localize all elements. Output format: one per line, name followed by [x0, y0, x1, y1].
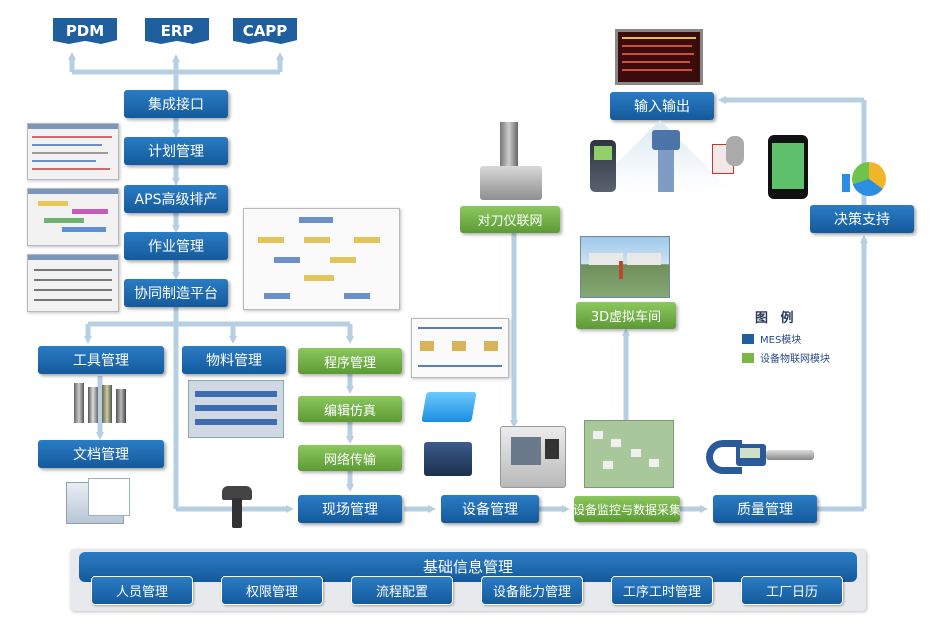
toolsetter-network-box: 对刀仪联网 — [460, 206, 560, 233]
capp-document: CAPP — [233, 18, 297, 44]
tool-setter-image — [478, 122, 544, 202]
tool-management-box: 工具管理 — [38, 346, 164, 374]
base-item-equipment-capacity: 设备能力管理 — [481, 576, 583, 605]
decision-support-box: 决策支持 — [810, 205, 914, 233]
pdm-document: PDM — [53, 18, 117, 44]
collaborative-manufacturing-box: 协同制造平台 — [124, 279, 228, 307]
base-item-process-hours: 工序工时管理 — [611, 576, 713, 605]
base-item-workflow-config: 流程配置 — [351, 576, 453, 605]
equipment-management-box: 设备管理 — [441, 495, 539, 523]
job-screenshot-image — [27, 254, 119, 312]
program-management-box: 程序管理 — [298, 348, 402, 374]
barcode-scanner-image — [222, 486, 256, 528]
integration-interface-box: 集成接口 — [124, 90, 228, 118]
3d-virtual-workshop-box: 3D虚拟车间 — [576, 302, 676, 329]
base-info-title: 基础信息管理 — [79, 552, 857, 582]
base-item-personnel: 人员管理 — [91, 576, 193, 605]
edit-simulation-box: 编辑仿真 — [298, 396, 402, 422]
micrometer-image — [706, 432, 818, 482]
collab-flowchart-image — [243, 208, 400, 310]
erp-document: ERP — [145, 18, 209, 44]
input-output-box: 输入输出 — [610, 92, 714, 120]
aps-screenshot-image — [27, 188, 119, 246]
folder-icon — [66, 478, 130, 524]
legend-label-iot: 设备物联网模块 — [760, 354, 830, 365]
base-item-permissions: 权限管理 — [221, 576, 323, 605]
quality-management-box: 质量管理 — [713, 495, 817, 523]
network-device-image — [424, 442, 472, 476]
legend-label-mes: MES模块 — [760, 335, 802, 346]
handheld-terminal-image — [590, 140, 616, 192]
site-management-box: 现场管理 — [298, 495, 402, 523]
kiosk-terminal-image — [652, 130, 680, 192]
material-management-box: 物料管理 — [182, 346, 286, 374]
plan-screenshot-image — [27, 123, 119, 180]
network-transmission-box: 网络传输 — [298, 445, 402, 471]
rfid-scanner-image — [712, 136, 746, 180]
aps-scheduling-box: APS高级排产 — [124, 185, 228, 213]
3d-workshop-image — [580, 236, 670, 298]
document-management-box: 文档管理 — [38, 440, 164, 468]
cnc-machine-image — [500, 426, 566, 488]
legend-swatch-mes — [742, 333, 754, 344]
job-management-box: 作业管理 — [124, 232, 228, 260]
program-screenshot-image — [411, 318, 509, 378]
workshop-layout-image — [584, 420, 674, 488]
chart-analytics-icon — [842, 152, 888, 198]
legend-item-iot: 设备物联网模块 — [742, 350, 830, 365]
legend-swatch-iot — [742, 352, 754, 363]
legend-item-mes: MES模块 — [742, 331, 801, 346]
plan-management-box: 计划管理 — [124, 137, 228, 165]
warehouse-image — [188, 380, 284, 438]
device-monitoring-box: 设备监控与数据采集 — [573, 496, 681, 522]
legend-title: 图 例 — [755, 311, 798, 326]
display-board-image — [615, 29, 703, 85]
smartphone-image — [768, 135, 808, 199]
machined-part-image — [421, 392, 477, 422]
base-item-factory-calendar: 工厂日历 — [741, 576, 843, 605]
cutting-tools-image — [70, 383, 130, 425]
